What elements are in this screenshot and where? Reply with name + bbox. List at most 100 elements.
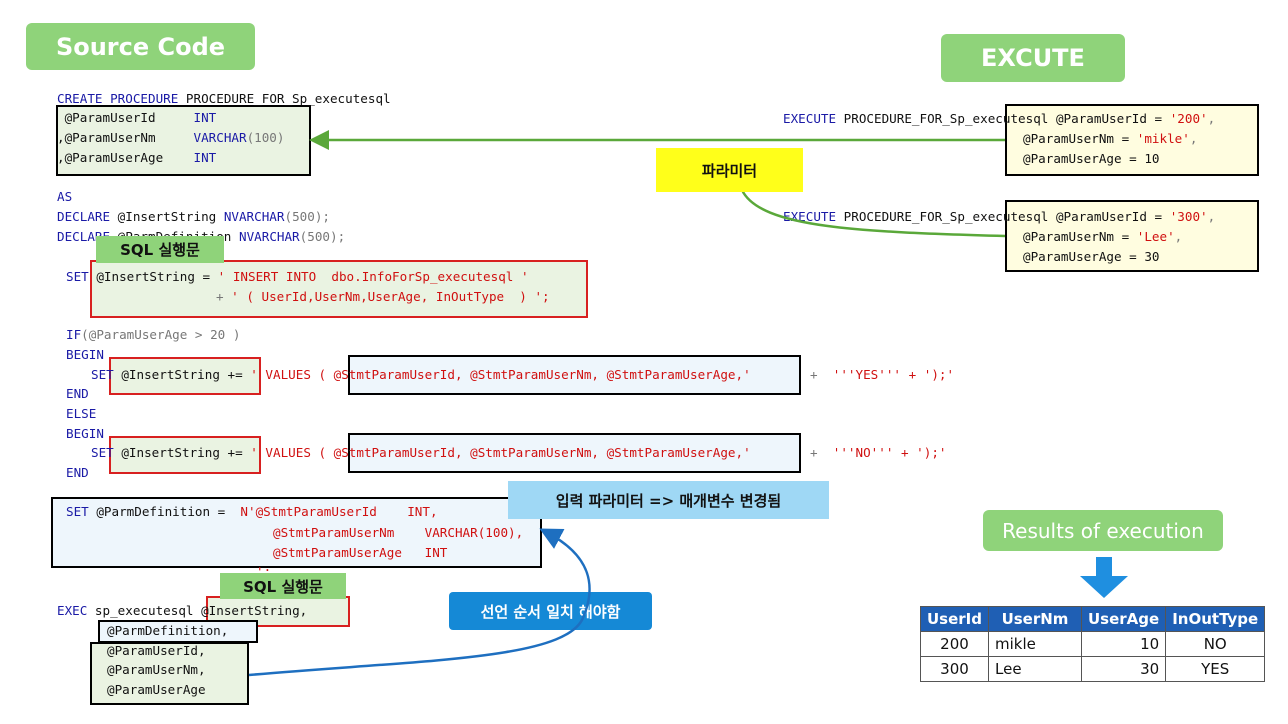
set-1-id: @InsertString = — [88, 269, 218, 284]
exec-params-box — [90, 642, 249, 705]
exec-proc: sp_executesql — [87, 603, 194, 618]
values-else-box — [348, 433, 801, 473]
cell-usernm: Lee — [988, 656, 1082, 682]
source-code-title: Source Code — [26, 23, 255, 70]
exec-call-1-line-3: @ParamUserAge = 10 — [1023, 150, 1160, 168]
declare-order-note: 선언 순서 일치 해야함 — [449, 592, 652, 630]
exec-call-2-age-lbl: @ParamUserAge = — [1023, 249, 1145, 264]
exec-call-1-nm-val: 'mikle' — [1136, 131, 1190, 146]
kw-set-1: SET — [66, 269, 89, 284]
code-declare-1: DECLARE @InsertString NVARCHAR(500); — [57, 208, 330, 226]
v2-str: ' VALUES ( @StmtParamUserId, @StmtParamU… — [242, 445, 751, 460]
col-inouttype: InOutType — [1165, 606, 1266, 632]
code-parm-def-3: @StmtParamUserAge INT — [273, 545, 448, 560]
cell-usernm: mikle — [988, 631, 1082, 657]
exec-call-1-comma: , — [1207, 111, 1216, 126]
code-set-insert-1: SET @InsertString = ' INSERT INTO dbo.In… — [66, 268, 529, 286]
code-param-2: ,@ParamUserNm VARCHAR(100) — [57, 129, 284, 147]
kw-exec: EXEC — [57, 603, 88, 618]
parameter-tag: 파라미터 — [656, 148, 803, 192]
code-else: ELSE — [66, 406, 97, 421]
code-if: IF(@ParamUserAge > 20 ) — [66, 326, 240, 344]
exec-call-1-comma-2: , — [1189, 131, 1198, 146]
code-values-no: SET @InsertString += ' VALUES ( @StmtPar… — [91, 444, 751, 462]
v1-tail-end: + ');' — [901, 367, 955, 382]
if-cond: (@ParamUserAge > 20 ) — [81, 327, 241, 342]
exec-call-1-proc: PROCEDURE_FOR_Sp_executesql @ParamUserId… — [836, 111, 1170, 126]
exec-call-2-proc: PROCEDURE_FOR_Sp_executesql @ParamUserId… — [836, 209, 1170, 224]
param-3-type: INT — [193, 150, 217, 165]
set-1b-plus: + — [216, 289, 232, 304]
code-parm-def-1: SET @ParmDefinition = N'@StmtParamUserId… — [66, 503, 438, 521]
results-table: UserId UserNm UserAge InOutType 200 mikl… — [920, 606, 1266, 682]
param-2-len: (100) — [246, 130, 285, 145]
exec-call-2-line-2: @ParamUserNm = 'Lee', — [1023, 228, 1182, 246]
exec-call-1-id-val: '200' — [1169, 111, 1208, 126]
col-userid: UserId — [920, 606, 989, 632]
code-exec-arg-3: @ParamUserId, — [107, 643, 206, 658]
exec-call-1-age-lbl: @ParamUserAge = — [1023, 151, 1145, 166]
code-exec: EXEC sp_executesql @InsertString, — [57, 602, 307, 620]
exec-call-2-age-val: 30 — [1144, 249, 1160, 264]
insert-string-else-box — [109, 436, 261, 474]
input-param-note: 입력 파라미터 => 매개변수 변경됨 — [508, 481, 829, 519]
sql-stmt-tag-1: SQL 실행문 — [96, 236, 224, 263]
param-1-type: INT — [193, 110, 217, 125]
insert-string-box — [90, 260, 588, 318]
declare-2-len: (500); — [299, 229, 346, 244]
code-begin-1: BEGIN — [66, 347, 104, 362]
code-as: AS — [57, 189, 73, 204]
exec-call-1-line-1: EXECUTE PROCEDURE_FOR_Sp_executesql @Par… — [783, 110, 1215, 128]
exec-call-2-id-val: '300' — [1169, 209, 1208, 224]
exec-call-1-box — [1005, 104, 1259, 176]
v2-id: @InsertString += — [113, 445, 243, 460]
declare-1-len: (500); — [284, 209, 330, 224]
v1-tail-str: '''YES''' — [832, 367, 901, 382]
cell-userage: 10 — [1080, 631, 1167, 657]
v1-id: @InsertString += — [113, 367, 243, 382]
param-2-name: ,@ParamUserNm — [57, 130, 194, 145]
cell-inouttype: YES — [1165, 656, 1266, 682]
exec-call-2-comma-2: , — [1174, 229, 1183, 244]
v2-tail-plus: + — [810, 445, 833, 460]
code-exec-arg-4: @ParamUserNm, — [107, 662, 206, 677]
pd-id: @ParmDefinition = — [88, 504, 241, 519]
kw-create-procedure: CREATE PROCEDURE — [57, 91, 179, 106]
declare-2-type: NVARCHAR — [238, 229, 300, 244]
kw-if: IF — [66, 327, 82, 342]
code-values-no-tail: + '''NO''' + ');' — [810, 444, 947, 462]
kw-declare-1: DECLARE — [57, 209, 111, 224]
code-end-2: END — [66, 465, 89, 480]
code-values-yes: SET @InsertString += ' VALUES ( @StmtPar… — [91, 366, 751, 384]
set-1-str: ' INSERT INTO dbo.InfoForSp_executesql ' — [217, 269, 529, 284]
v2-tail-end: + ');' — [893, 445, 947, 460]
cell-userage: 30 — [1080, 656, 1167, 682]
exec-call-2-line-1: EXECUTE PROCEDURE_FOR_Sp_executesql @Par… — [783, 208, 1215, 226]
cell-inouttype: NO — [1165, 631, 1266, 657]
v2-tail-str: '''NO''' — [832, 445, 894, 460]
pd-str-1: N'@StmtParamUserId INT, — [240, 504, 438, 519]
exec-call-2-comma: , — [1207, 209, 1216, 224]
down-arrow-icon — [1080, 557, 1128, 598]
exec-call-1-kw: EXECUTE — [783, 111, 837, 126]
sql-stmt-tag-2: SQL 실행문 — [220, 573, 346, 599]
code-exec-arg-5: @ParamUserAge — [107, 682, 206, 697]
col-userage: UserAge — [1080, 606, 1167, 632]
exec-call-1-line-2: @ParamUserNm = 'mikle', — [1023, 130, 1197, 148]
exec-arg-1: @InsertString, — [193, 603, 308, 618]
table-row: 200 mikle 10 NO — [920, 631, 1266, 657]
declare-1-id: @InsertString — [110, 209, 224, 224]
exec-call-2-kw: EXECUTE — [783, 209, 837, 224]
values-if-box — [348, 355, 801, 395]
code-line-create: CREATE PROCEDURE PROCEDURE_FOR_Sp_execut… — [57, 90, 391, 108]
kw-set-v2: SET — [91, 445, 114, 460]
exec-call-1-age-val: 10 — [1144, 151, 1160, 166]
kw-set-pd: SET — [66, 504, 89, 519]
declare-1-type: NVARCHAR — [223, 209, 285, 224]
v1-str: ' VALUES ( @StmtParamUserId, @StmtParamU… — [242, 367, 751, 382]
col-usernm: UserNm — [988, 606, 1082, 632]
v1-tail-plus: + — [810, 367, 833, 382]
code-set-insert-2: + ' ( UserId,UserNm,UserAge, InOutType )… — [216, 288, 550, 306]
code-end-1: END — [66, 386, 89, 401]
set-1b-str: ' ( UserId,UserNm,UserAge, InOutType ) '… — [231, 289, 550, 304]
